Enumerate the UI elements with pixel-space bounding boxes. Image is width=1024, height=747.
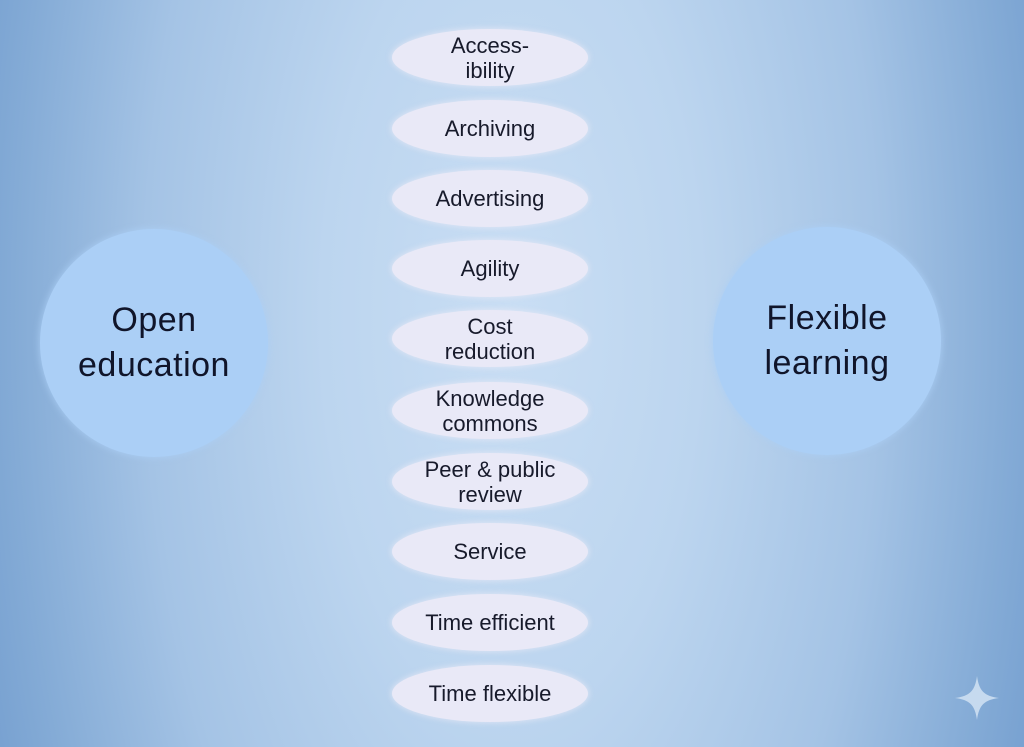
- ellipse-time-flexible-label: Time flexible: [428, 681, 552, 706]
- ellipse-time-efficient-label: Time efficient: [425, 610, 555, 635]
- ellipse-time-flexible: Time flexible: [392, 665, 588, 722]
- ellipse-agility-label: Agility: [460, 256, 520, 281]
- ellipse-knowledge-commons: Knowledge commons: [392, 382, 588, 439]
- flexible-learning-circle: Flexible learning: [713, 227, 941, 455]
- ellipse-knowledge-commons-label: Knowledge commons: [435, 385, 545, 436]
- ellipse-peer-public-review-label: Peer & public review: [424, 456, 556, 507]
- ellipse-cost-reduction: Cost reduction: [392, 310, 588, 367]
- ellipse-service: Service: [392, 523, 588, 580]
- ellipse-service-label: Service: [453, 539, 527, 564]
- ellipse-archiving-label: Archiving: [444, 116, 536, 141]
- ellipse-peer-public-review: Peer & public review: [392, 453, 588, 510]
- ellipse-advertising: Advertising: [392, 170, 588, 227]
- open-education-circle: Open education: [40, 229, 268, 457]
- open-education-label: Open education: [78, 301, 230, 384]
- sparkle-icon: [955, 676, 999, 720]
- ellipse-accessibility: Access- ibility: [392, 29, 588, 86]
- ellipse-advertising-label: Advertising: [435, 186, 545, 211]
- sparkle-icon-shape: [955, 676, 999, 720]
- ellipse-archiving: Archiving: [392, 100, 588, 157]
- ellipse-agility: Agility: [392, 240, 588, 297]
- ellipse-time-efficient: Time efficient: [392, 594, 588, 651]
- ellipse-cost-reduction-label: Cost reduction: [444, 313, 536, 364]
- flexible-learning-label: Flexible learning: [764, 299, 890, 382]
- ellipse-accessibility-label: Access- ibility: [450, 32, 530, 83]
